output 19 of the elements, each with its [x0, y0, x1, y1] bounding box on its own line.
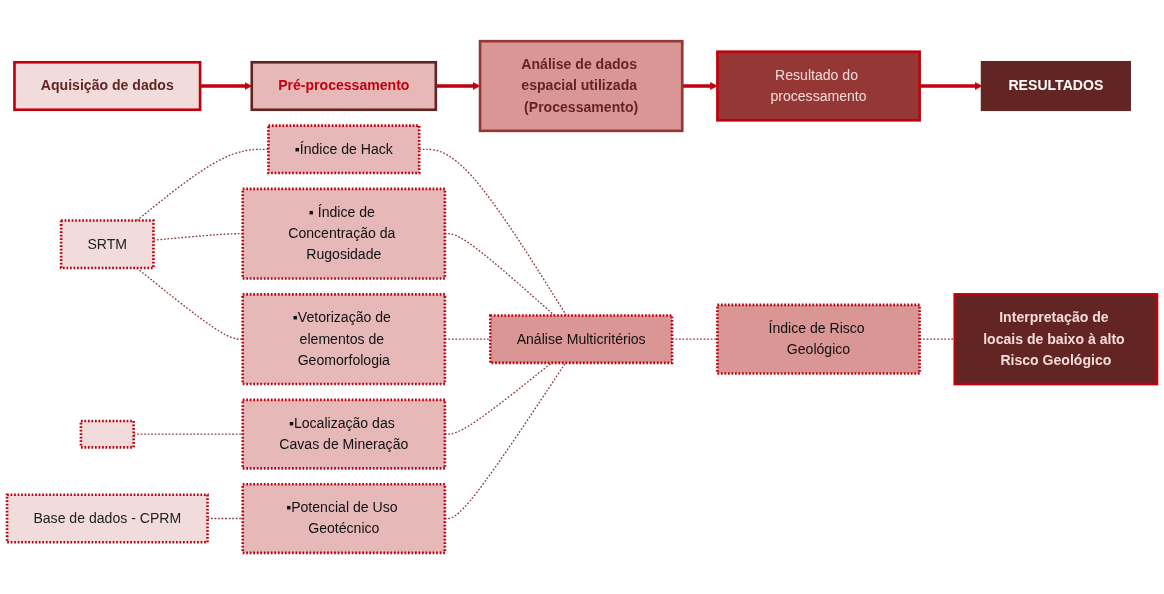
node-box: Índice de Risco Geológico	[716, 303, 921, 375]
node-box: Análise de dados espacial utilizada (Processamento)	[478, 39, 684, 133]
node-box: ▪ Índice de Concentração da Rugosidade	[241, 187, 447, 280]
node-box: Resultado do processamento	[716, 50, 921, 122]
node-box: SRTM	[59, 219, 155, 270]
arrow	[682, 82, 718, 90]
arrow	[435, 82, 481, 90]
node-box	[79, 419, 135, 449]
node-box: ▪Potencial de Uso Geotécnico	[241, 482, 447, 555]
node-box: RESULTADOS	[980, 60, 1131, 112]
arrow	[919, 82, 983, 90]
node-box: Análise Multicritérios	[488, 314, 674, 365]
node-box: Base de dados - CPRM	[5, 493, 209, 544]
node-box: Interpretação de locais de baixo à alto Risco Geológico	[953, 293, 1159, 386]
node-box: Aquisição de dados	[13, 60, 202, 112]
node-box: ▪Localização das Cavas de Mineração	[241, 398, 447, 470]
node-box: Pré-processamento	[250, 60, 438, 112]
node-box: ▪Vetorização de elementos de Geomorfologia	[241, 293, 447, 386]
node-box: ▪Índice de Hack	[267, 124, 421, 175]
